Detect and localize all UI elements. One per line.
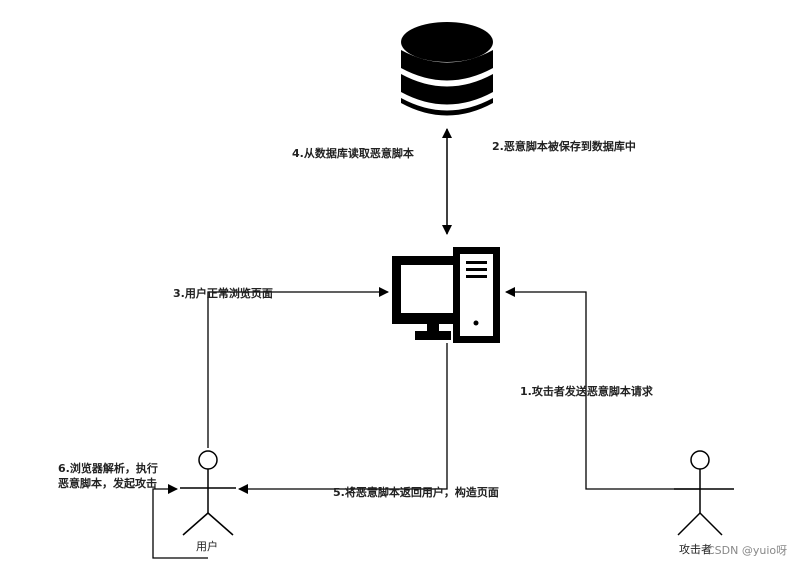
user-label: 用户 (196, 540, 218, 553)
watermark: CSDN @yuio呀 (707, 544, 788, 557)
attacker-label: 攻击者 (679, 543, 712, 556)
step-3-label: 3.用户正常浏览页面 (173, 287, 273, 300)
server-to-user-arrow (238, 343, 448, 494)
user-self-loop-arrow (152, 484, 208, 559)
step-5-label: 5.将恶意脚本返回用户，构造页面 (333, 486, 499, 499)
user-to-server-arrow (207, 287, 389, 448)
database-icon (401, 22, 493, 116)
user-figure (180, 450, 236, 536)
step-4-label: 4.从数据库读取恶意脚本 (292, 147, 414, 160)
attacker-figure (674, 450, 734, 536)
step-6-label-line1: 6.浏览器解析，执行 (58, 462, 158, 475)
step-2-label: 2.恶意脚本被保存到数据库中 (492, 140, 636, 153)
server-computer-icon (392, 247, 500, 343)
attacker-to-server-arrow (505, 287, 700, 490)
step-6-label-line2: 恶意脚本，发起攻击 (58, 477, 157, 490)
step-1-label: 1.攻击者发送恶意脚本请求 (520, 385, 653, 398)
